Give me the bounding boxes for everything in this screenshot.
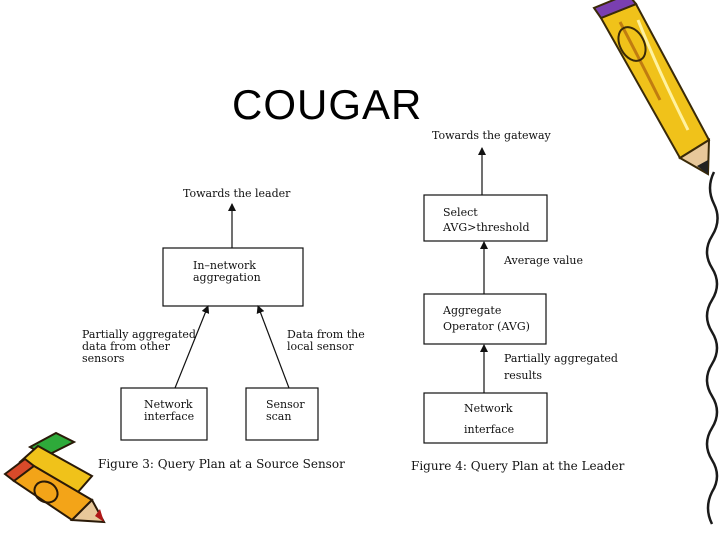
fig3-network-interface-line2: interface <box>144 410 194 423</box>
fig4-network-interface-line1: Network <box>464 402 513 415</box>
fig3-in-network-aggregation-line2: aggregation <box>193 271 261 284</box>
fig3-local-sensor-label-line2: local sensor <box>287 340 354 353</box>
fig3-sensor-scan-box <box>245 387 319 441</box>
fig4-network-interface-box <box>423 392 548 444</box>
figure-4-query-plan-leader: Towards the gateway Select AVG>threshold… <box>411 129 625 473</box>
fig4-average-value-label: Average value <box>503 254 583 267</box>
pencil-icon <box>3 431 106 524</box>
fig3-arrow-network-to-aggregation <box>174 305 210 389</box>
fig4-caption: Figure 4: Query Plan at the Leader <box>411 459 625 473</box>
fig3-partially-aggregated-label-line3: sensors <box>82 352 125 365</box>
fig3-arrow-sensor-to-aggregation <box>256 305 290 389</box>
fig3-in-network-aggregation-line1: In–network <box>193 259 256 272</box>
pencil-icon <box>592 0 711 176</box>
fig4-partially-aggregated-line1: Partially aggregated <box>504 352 618 365</box>
fig3-caption: Figure 3: Query Plan at a Source Sensor <box>98 457 345 471</box>
fig3-towards-leader-label: Towards the leader <box>183 187 291 200</box>
fig4-partially-aggregated-line2: results <box>504 369 542 382</box>
fig4-aggregate-operator-line2: Operator (AVG) <box>443 320 530 333</box>
fig3-local-sensor-label-line1: Data from the <box>287 328 365 341</box>
fig3-sensor-scan-line1: Sensor <box>266 398 305 411</box>
fig4-aggregate-operator-line1: Aggregate <box>442 304 501 317</box>
fig4-select-line1: Select <box>443 206 478 219</box>
fig4-network-interface-line2: interface <box>464 423 514 436</box>
fig3-partially-aggregated-label-line2: data from other <box>82 340 171 353</box>
squiggle-border <box>705 171 719 525</box>
fig3-partially-aggregated-label-line1: Partially aggregated <box>82 328 196 341</box>
figure-3-query-plan-source-sensor: Towards the leader In–network aggregatio… <box>82 187 365 471</box>
fig3-sensor-scan-line2: scan <box>266 410 291 423</box>
fig4-aggregate-operator-box <box>423 293 547 345</box>
fig4-select-line2: AVG>threshold <box>442 221 530 234</box>
fig3-in-network-aggregation-box <box>162 247 304 307</box>
fig3-network-interface-line1: Network <box>144 398 193 411</box>
fig4-towards-gateway-label: Towards the gateway <box>432 129 552 142</box>
fig3-network-interface-box <box>120 387 208 441</box>
slide-title: COUGAR <box>232 81 423 128</box>
